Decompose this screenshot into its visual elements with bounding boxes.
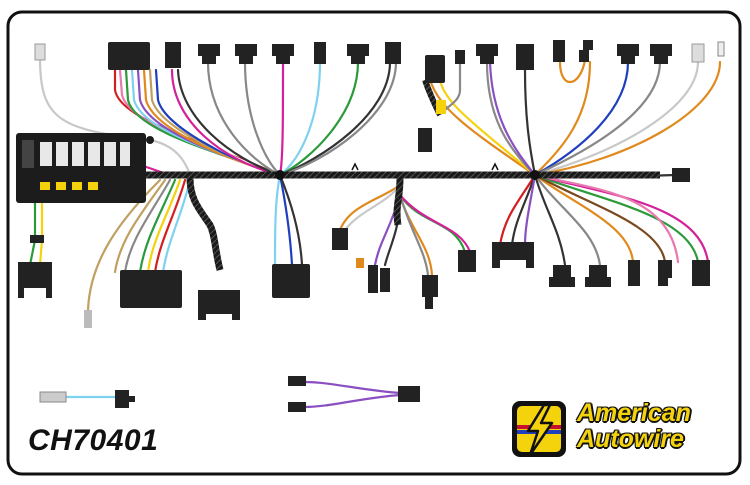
diagram-frame — [6, 10, 742, 476]
fuse-block — [16, 133, 154, 203]
part-number-label: CH70401 — [28, 424, 159, 457]
harness-branch-left — [186, 177, 224, 271]
brand-wordmark: American Autowire — [577, 400, 691, 452]
wire-group-right — [428, 58, 722, 267]
brand-line-2: Autowire — [577, 425, 684, 453]
wire-group-center — [28, 173, 472, 409]
connectors — [18, 40, 725, 412]
lightning-bolt-badge-icon — [512, 401, 566, 457]
brand-line-1: American — [577, 399, 691, 427]
harness-branch-center — [393, 177, 404, 226]
